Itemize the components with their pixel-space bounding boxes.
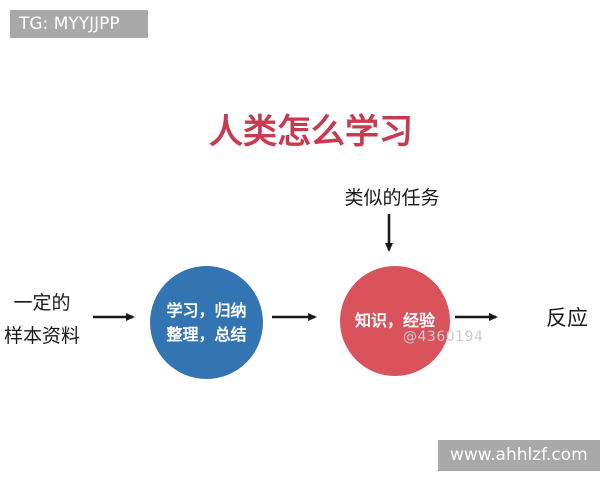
knowledge-circle-label: 知识，经验 [354,311,435,330]
knowledge-circle: 知识，经验 [340,266,450,376]
learning-circle: 学习，归纳 整理，总结 [150,266,263,379]
input-sample-label-line2: 样本资料 [3,325,80,347]
learning-circle-line1: 学习，归纳 [166,300,247,320]
input-sample-label-line1: 一定的 [13,292,71,314]
learning-circle-line2: 整理，总结 [166,324,247,344]
watermark-id: @4360194 [403,329,484,345]
similar-task-label: 类似的任务 [344,187,440,209]
output-label: 反应 [546,306,588,330]
page-title: 人类怎么学习 [209,112,413,152]
input-sample-label: 一定的 样本资料 [2,287,82,353]
watermark-banner-bottom-right: www.ahhlzf.com [438,440,600,471]
watermark-banner-top-left: TG: MYYJJPP [10,10,148,38]
